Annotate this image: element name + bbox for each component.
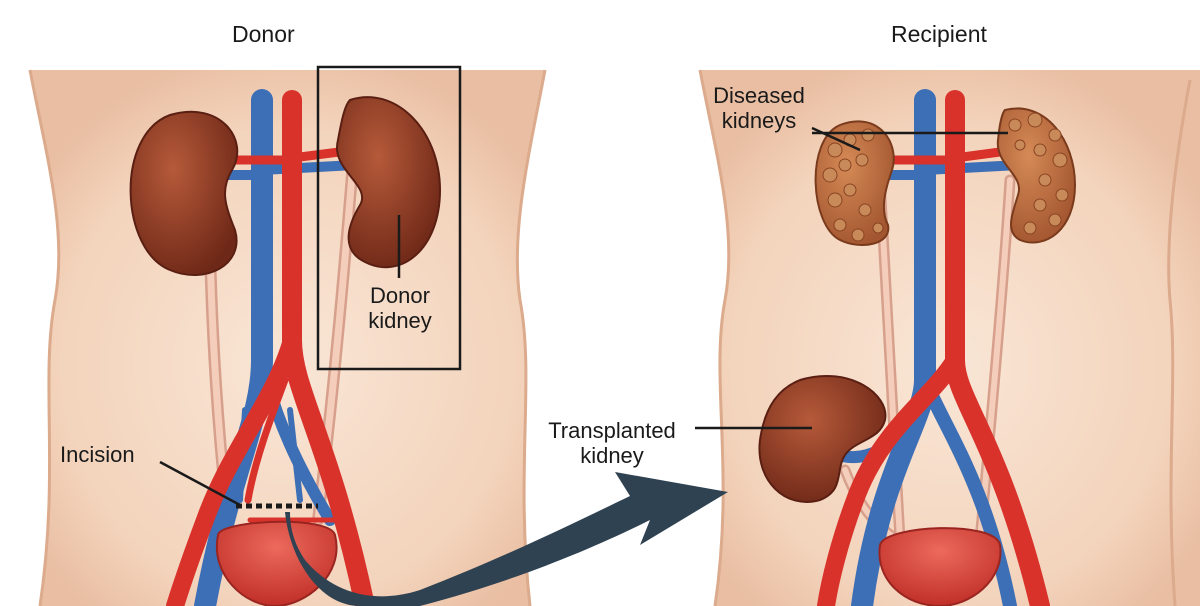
diseased-kidneys <box>814 107 1077 246</box>
donor-bladder <box>215 520 338 606</box>
transfer-arrow <box>285 472 728 606</box>
diseased-kidneys-label: Diseased kidneys <box>700 83 818 133</box>
donor-right-kidney <box>336 96 442 269</box>
recipient-bladder <box>878 527 1002 606</box>
transplanted-kidney-label-line2: kidney <box>580 443 644 468</box>
donor-kidney-label-line1: Donor <box>370 283 430 308</box>
diseased-kidneys-label-line2: kidneys <box>721 108 797 133</box>
transplanted-kidney <box>758 375 887 503</box>
transplanted-kidney-label-line1: Transplanted <box>548 418 676 443</box>
incision-label: Incision <box>60 442 135 467</box>
transplanted-kidney-label: Transplanted kidney <box>528 418 696 468</box>
diseased-kidneys-label-line1: Diseased <box>713 83 805 108</box>
donor-left-kidney <box>129 110 239 276</box>
donor-kidney-box <box>316 65 462 371</box>
leader-lines <box>159 126 1008 507</box>
donor-kidney-label-line2: kidney <box>368 308 432 333</box>
donor-title: Donor <box>232 21 295 47</box>
recipient-title: Recipient <box>891 21 987 47</box>
donor-kidney-label: Donor kidney <box>358 283 442 333</box>
